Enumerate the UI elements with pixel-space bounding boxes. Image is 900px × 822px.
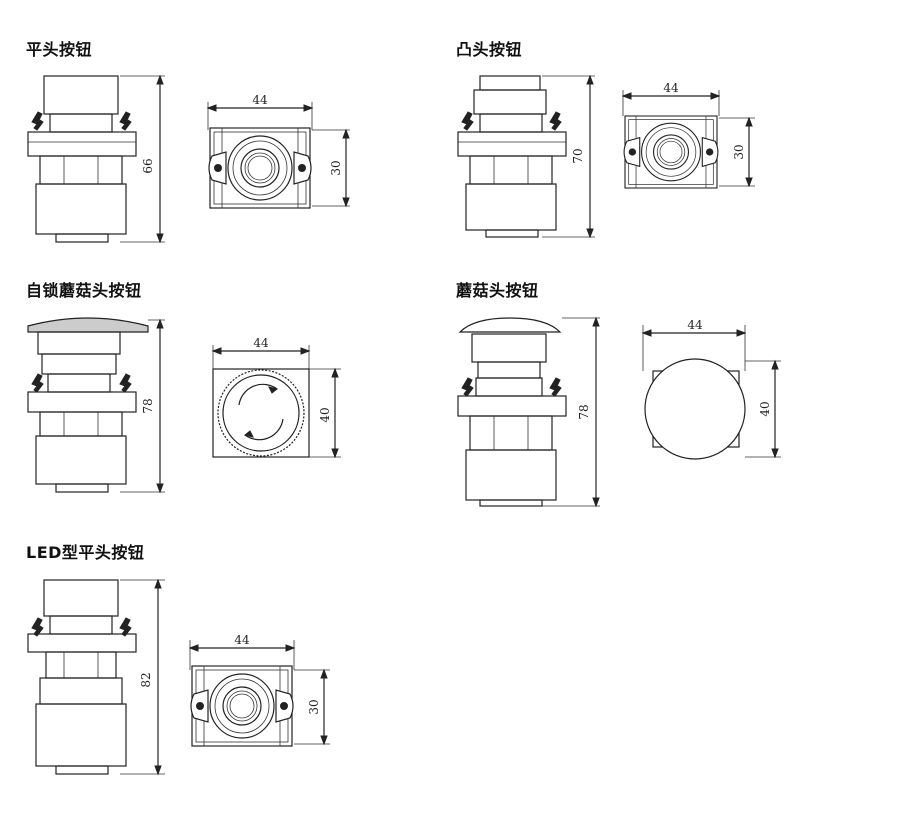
mushroom-side-view: 78 — [457, 316, 600, 508]
dim-30: 30 — [329, 160, 343, 175]
raised-button-side-view: 70 — [457, 74, 595, 239]
dim-40: 40 — [318, 407, 332, 422]
dim-44: 44 — [234, 633, 250, 647]
led-flat-top-view: 44 30 — [188, 633, 330, 747]
latching-mushroom-top-view: 44 40 — [211, 336, 341, 459]
dim-44: 44 — [253, 336, 269, 350]
section-title-latching-mushroom: 自锁蘑菇头按钮 — [26, 281, 142, 300]
section-title-led-flat: LED型平头按钮 — [26, 543, 145, 562]
dim-82: 82 — [139, 672, 153, 687]
flat-button-side-view: 66 — [27, 74, 165, 244]
dim-44: 44 — [252, 93, 268, 107]
flat-button-top-view: 44 30 — [206, 93, 350, 209]
raised-button-top-view: 44 30 — [621, 81, 755, 189]
dim-30: 30 — [307, 699, 321, 714]
dim-30: 30 — [732, 144, 746, 159]
dim-70: 70 — [571, 148, 585, 163]
dim-78: 78 — [141, 398, 155, 413]
section-title-mushroom: 蘑菇头按钮 — [456, 281, 539, 300]
dim-44: 44 — [663, 81, 679, 95]
dim-40: 40 — [758, 401, 772, 416]
led-flat-side-view: 82 — [27, 578, 165, 776]
section-title-raised: 凸头按钮 — [456, 40, 523, 59]
section-title-flat: 平头按钮 — [26, 40, 93, 59]
dim-78: 78 — [577, 404, 591, 419]
mushroom-top-view: 44 40 — [641, 318, 781, 460]
latching-mushroom-side-view: 78 — [27, 317, 165, 494]
dim-44: 44 — [687, 318, 703, 332]
dim-66: 66 — [141, 158, 155, 173]
